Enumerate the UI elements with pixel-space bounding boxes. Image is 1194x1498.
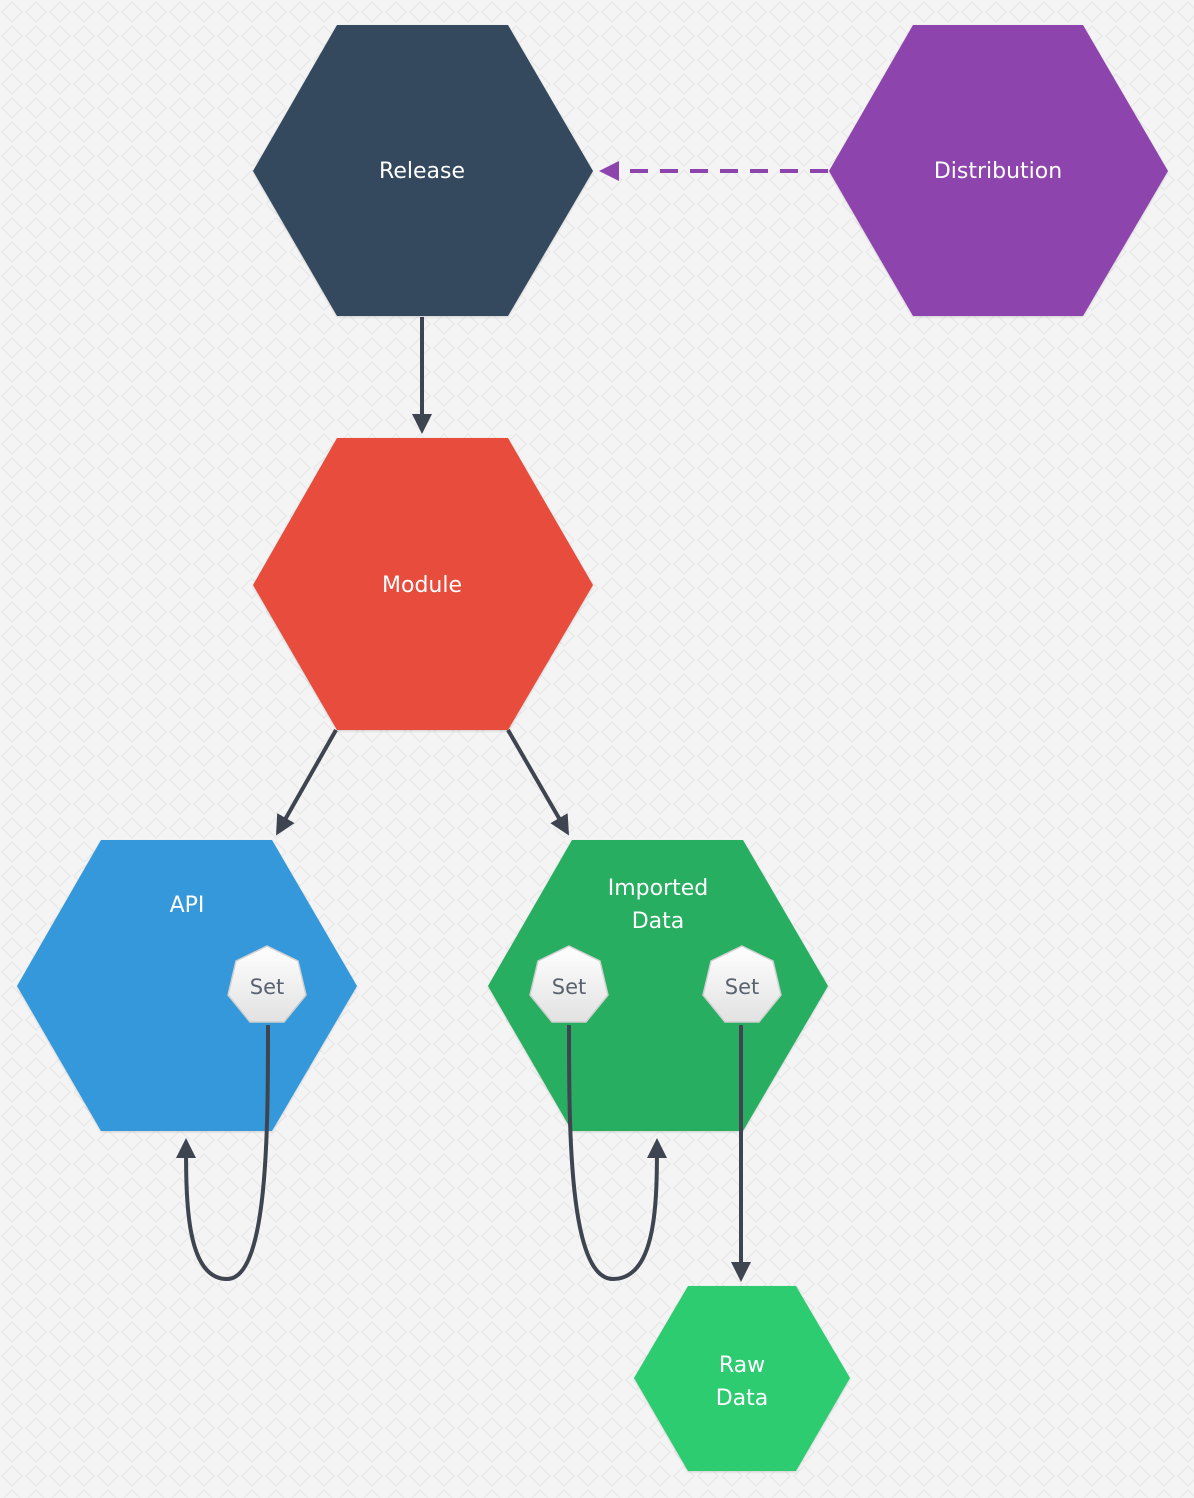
edge-module-to-api <box>276 729 338 836</box>
edge-imported-set-loop <box>567 1024 667 1282</box>
imported-data-label-line1: Imported <box>608 876 709 901</box>
imported-set-left-badge-shape <box>529 945 609 1023</box>
edge-module-to-imported-data <box>506 728 570 836</box>
api-set-badge-label: Set <box>250 975 284 999</box>
imported-set-right-badge-label: Set <box>725 975 759 999</box>
module-label: Module <box>382 573 462 598</box>
module-hexagon[interactable] <box>253 438 593 730</box>
imported-set-left-badge[interactable]: Set <box>529 945 609 1023</box>
imported-data-label-line2: Data <box>632 909 685 934</box>
api-hexagon[interactable] <box>17 840 357 1131</box>
api-label: API <box>170 893 205 918</box>
raw-data-label-line1: Raw <box>719 1353 765 1378</box>
imported-set-right-badge-shape <box>702 945 782 1023</box>
distribution-hexagon[interactable] <box>829 25 1168 316</box>
release-hexagon[interactable] <box>253 25 593 316</box>
edge-api-set-loop <box>176 1024 270 1282</box>
api-set-badge-shape <box>227 945 307 1023</box>
imported-set-right-badge[interactable]: Set <box>702 945 782 1023</box>
api-set-badge[interactable]: Set <box>227 945 307 1023</box>
raw-data-label-line2: Data <box>716 1386 769 1411</box>
distribution-label: Distribution <box>934 159 1062 184</box>
release-label: Release <box>379 159 465 184</box>
imported-set-left-badge-label: Set <box>552 975 586 999</box>
raw-data-hexagon[interactable] <box>634 1286 850 1471</box>
